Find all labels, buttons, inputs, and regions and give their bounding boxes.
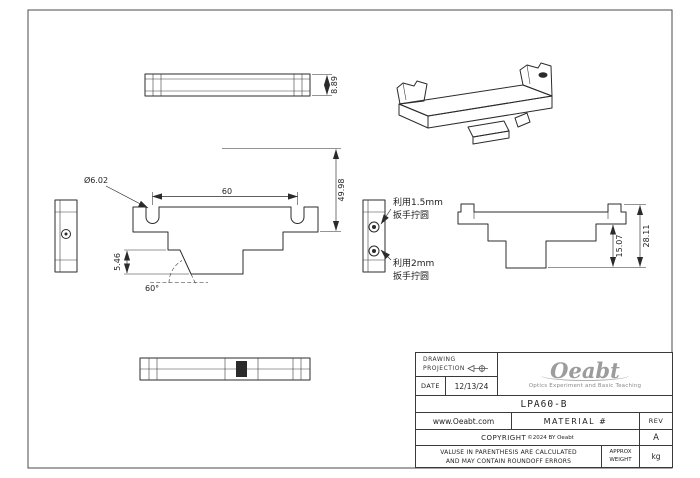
dim-lower-height: 15.07 — [609, 224, 624, 267]
sheet-border — [27, 9, 673, 469]
copyright-word: COPYRIGHT — [481, 433, 527, 442]
disclaimer-line1: VALUSE IN PARENTHESIS ARE CALCULATED — [440, 448, 577, 456]
callout-wrench-1-5mm: 利用1.5mm 扳手拧圆 — [380, 196, 443, 225]
logo-tagline: Optics Experiment and Basic Teaching — [528, 382, 642, 389]
date-value: 12/13/24 — [454, 381, 489, 391]
dim-60deg-label: 60° — [145, 284, 159, 293]
isometric-view — [396, 62, 553, 145]
copyright-year: ©2024 BY Oeabt — [527, 434, 574, 441]
part-number: LPA60-B — [520, 398, 568, 410]
logo-cell: Oeabt Optics Experiment and Basic Teachi… — [498, 353, 672, 395]
dim-8-89-label: 8.89 — [330, 76, 339, 94]
date-label: DATE — [416, 377, 446, 395]
bottom-view — [139, 357, 311, 381]
dim-dia-6-02-label: Ø6.02 — [84, 175, 108, 185]
website: www.Oeabt.com — [432, 416, 495, 426]
right-elevation-view — [457, 203, 627, 269]
front-view — [132, 206, 319, 275]
dim-49-98-label: 49.98 — [337, 179, 346, 202]
dim-top-height: 8.89 — [312, 74, 339, 96]
rev-value: A — [639, 430, 672, 445]
disclaimer: VALUSE IN PARENTHESIS ARE CALCULATED AND… — [416, 446, 601, 467]
callout-1-5mm-line2: 扳手拧圆 — [393, 209, 429, 221]
dim-total-height: 28.11 — [548, 204, 651, 268]
projection-cell: DRAWING PROJECTION DATE 12/13/24 — [416, 353, 498, 395]
title-block: DRAWING PROJECTION DATE 12/13/24 — [415, 352, 673, 468]
center-side-view — [362, 199, 386, 273]
callout-wrench-2mm: 利用2mm 扳手拧圆 — [380, 249, 434, 282]
dim-15-07-label: 15.07 — [615, 235, 624, 258]
dim-slot-pitch: 60 — [152, 187, 298, 205]
material-label: MATERIAL # — [511, 413, 639, 429]
rev-label: REV — [639, 413, 672, 429]
oeabt-logo: Oeabt — [541, 360, 629, 381]
left-side-view — [54, 199, 78, 273]
third-angle-projection-icon — [467, 364, 488, 373]
dim-depth: 49.98 — [222, 148, 346, 232]
callout-1-5mm-line1: 利用1.5mm — [393, 196, 443, 208]
weight-line: WEIGHT — [609, 456, 632, 463]
disclaimer-line2: AND MAY CONTAIN ROUNDOFF ERRORS — [445, 457, 572, 465]
callout-2mm-line2: 扳手拧圆 — [393, 270, 429, 282]
copyright: COPYRIGHT©2024 BY Oeabt — [416, 430, 639, 445]
dim-5-46-label: 5.46 — [113, 253, 122, 271]
drawing-label: DRAWING — [423, 356, 456, 363]
top-view — [144, 73, 311, 97]
dim-hole-dia: Ø6.02 — [84, 175, 149, 209]
approx-line: APPROX — [609, 448, 632, 455]
dim-60-label: 60 — [222, 187, 232, 196]
dim-28-11-label: 28.11 — [642, 225, 651, 248]
dim-foot-height: 5.46 — [113, 249, 189, 275]
callout-2mm-line1: 利用2mm — [393, 257, 434, 269]
dim-chamfer-angle: 60° — [145, 260, 208, 293]
approx-weight-label: APPROX WEIGHT — [601, 446, 639, 467]
weight-unit: kg — [639, 446, 672, 467]
projection-label: PROJECTION — [423, 365, 465, 372]
